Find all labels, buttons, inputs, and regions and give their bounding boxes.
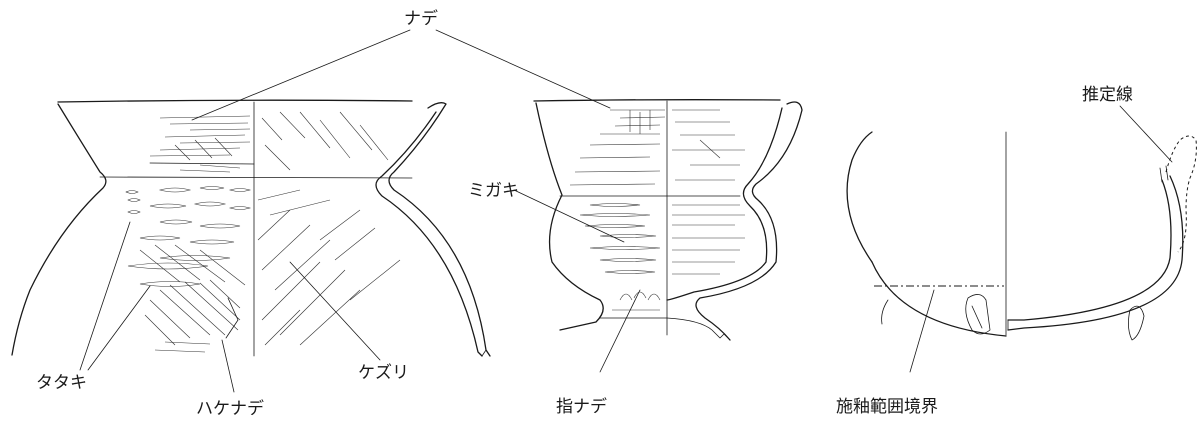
jar-kezuri-strokes bbox=[257, 189, 401, 346]
leader-lines bbox=[79, 29, 1173, 393]
pedestal-yubinade-marks bbox=[612, 291, 661, 311]
pedestal-nade-hatching bbox=[569, 109, 745, 186]
label-nade: ナデ bbox=[404, 8, 438, 29]
jar-hakenade-hatching bbox=[139, 244, 246, 353]
jar-nade-hatching bbox=[149, 115, 251, 173]
jar-tataki-marks bbox=[125, 186, 252, 287]
label-seyuhankyoukai: 施釉範囲境界 bbox=[836, 397, 938, 417]
pedestal-vessel bbox=[533, 99, 803, 341]
glazed-bowl-vessel bbox=[846, 131, 1197, 341]
label-migaki: ミガキ bbox=[468, 181, 519, 201]
label-tataki: タタキ bbox=[36, 373, 87, 393]
estimated-rim-line bbox=[1165, 135, 1197, 253]
pedestal-migaki-marks bbox=[579, 203, 745, 275]
jar-interior-strokes bbox=[261, 111, 389, 171]
label-suiteisen: 推定線 bbox=[1082, 85, 1133, 105]
label-kezuri: ケズリ bbox=[358, 363, 409, 383]
label-hakenade: ハケナデ bbox=[196, 398, 264, 419]
jar-vessel bbox=[11, 99, 491, 357]
label-yubinade: 指ナデ bbox=[556, 396, 607, 417]
